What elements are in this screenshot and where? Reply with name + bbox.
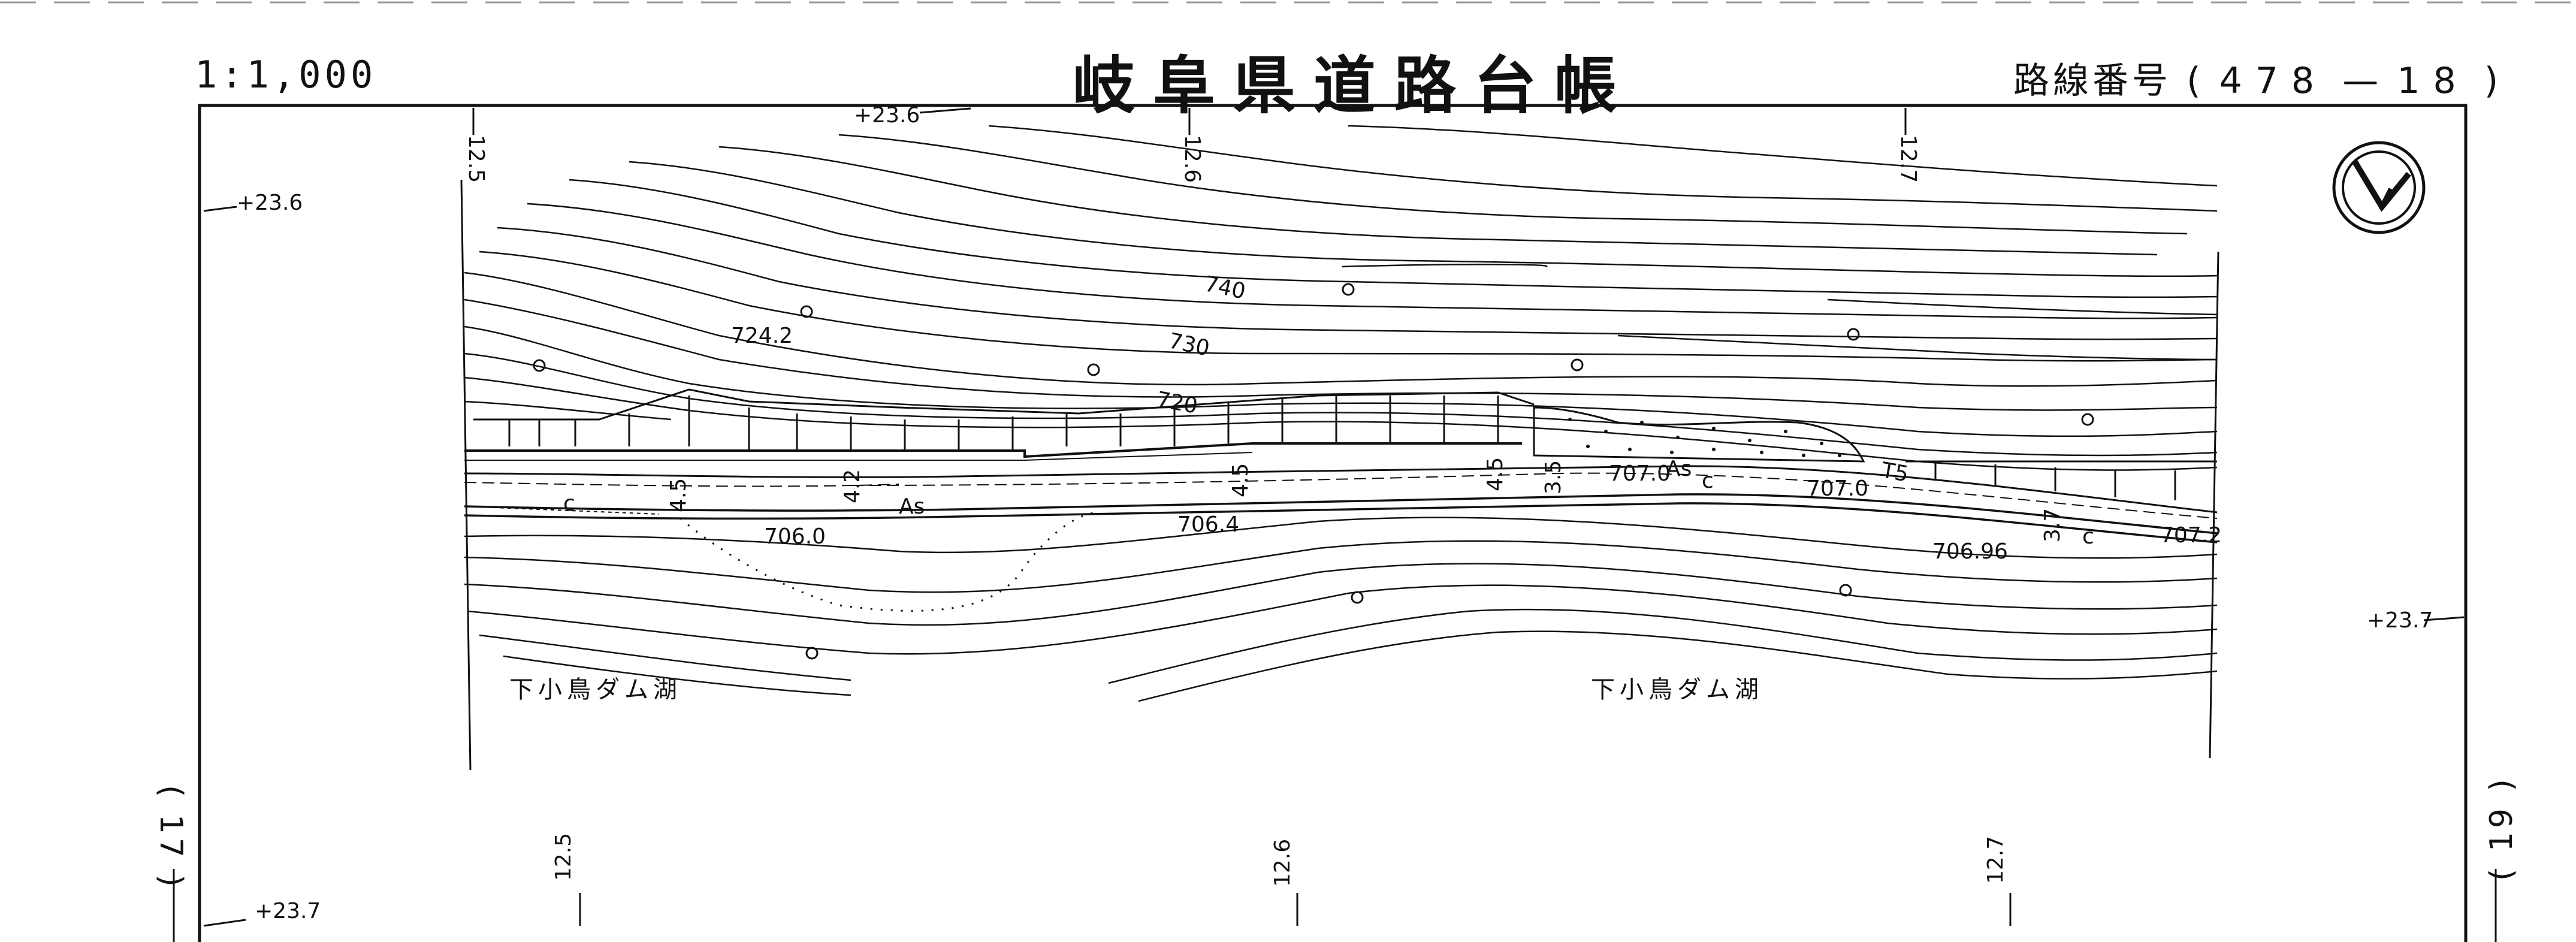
map-scale: 1:1,000 bbox=[195, 53, 377, 96]
road-surface-label-1: As bbox=[899, 494, 925, 519]
road-width-4: 4.5 bbox=[1483, 457, 1508, 491]
station-top-3: 12.7 bbox=[1896, 135, 1920, 183]
centerline-label-1: c bbox=[563, 491, 575, 516]
station-bottom-3: 12.7 bbox=[1983, 835, 2008, 884]
station-top-2: 12.6 bbox=[1180, 135, 1204, 183]
road-width-1: 4.5 bbox=[666, 478, 691, 512]
route-open-paren: ( bbox=[2187, 60, 2204, 102]
route-number-sub: 18 bbox=[2397, 60, 2469, 102]
spot-height-706-96: 706.96 bbox=[1932, 539, 2008, 564]
route-dash: — bbox=[2342, 60, 2382, 102]
sign-label: T5 bbox=[1879, 458, 1911, 487]
lake-name-left: 下小鳥ダム湖 bbox=[509, 676, 682, 704]
road-width-5: 3.5 bbox=[1541, 460, 1566, 494]
retaining-wall bbox=[473, 388, 2217, 500]
page-number-left: ( 17 ) bbox=[153, 785, 189, 890]
lake-name-right: 下小鳥ダム湖 bbox=[1591, 676, 1763, 704]
boundary-mark-top: +23.6 bbox=[854, 103, 920, 128]
boundary-mark-left: +23.6 bbox=[237, 191, 303, 215]
boundary-mark-bottom: +23.7 bbox=[255, 899, 321, 923]
match-line-left bbox=[460, 179, 472, 771]
north-arrow-icon bbox=[2332, 141, 2426, 234]
contours-lower bbox=[464, 517, 2218, 702]
spot-height-707-0-b: 707.0 bbox=[1807, 476, 1869, 501]
map-frame bbox=[198, 104, 2468, 942]
spot-height-706-0: 706.0 bbox=[764, 524, 826, 549]
route-number: 路線番号 ( 478 — 18 ) bbox=[2013, 52, 2502, 104]
survey-symbols bbox=[533, 283, 2094, 660]
route-number-main: 478 bbox=[2219, 60, 2328, 102]
spot-height-707-0-a: 707.0 bbox=[1609, 461, 1671, 486]
spot-height-724-2: 724.2 bbox=[731, 324, 793, 348]
spot-height-707-2: 707.2 bbox=[2160, 523, 2222, 548]
station-top-1: 12.5 bbox=[464, 135, 488, 183]
road bbox=[464, 442, 2218, 612]
spot-height-706-4: 706.4 bbox=[1177, 512, 1240, 537]
station-bottom-2: 12.6 bbox=[1270, 838, 1295, 887]
page-title: 岐阜県道路台帳 bbox=[1073, 49, 1635, 122]
embankment-dots bbox=[1568, 418, 1841, 457]
road-width-3: 4.5 bbox=[1228, 463, 1253, 497]
centerline-label-2: c bbox=[1702, 469, 1714, 493]
road-width-6: 3.7 bbox=[2040, 508, 2065, 542]
match-line-right bbox=[2209, 251, 2219, 759]
route-close-paren: ) bbox=[2484, 60, 2502, 102]
centerline-label-3: c bbox=[2082, 524, 2094, 549]
boundary-mark-right: +23.7 bbox=[2367, 608, 2433, 633]
road-width-2: 4.2 bbox=[840, 469, 865, 503]
page-number-right: ( 19 ) bbox=[2484, 775, 2520, 881]
contours-upper bbox=[464, 125, 2218, 471]
route-label: 路線番号 bbox=[2013, 60, 2172, 102]
embankment-area bbox=[1533, 406, 1865, 463]
station-bottom-1: 12.5 bbox=[551, 832, 576, 881]
road-surface-label-2: As bbox=[1666, 457, 1692, 481]
